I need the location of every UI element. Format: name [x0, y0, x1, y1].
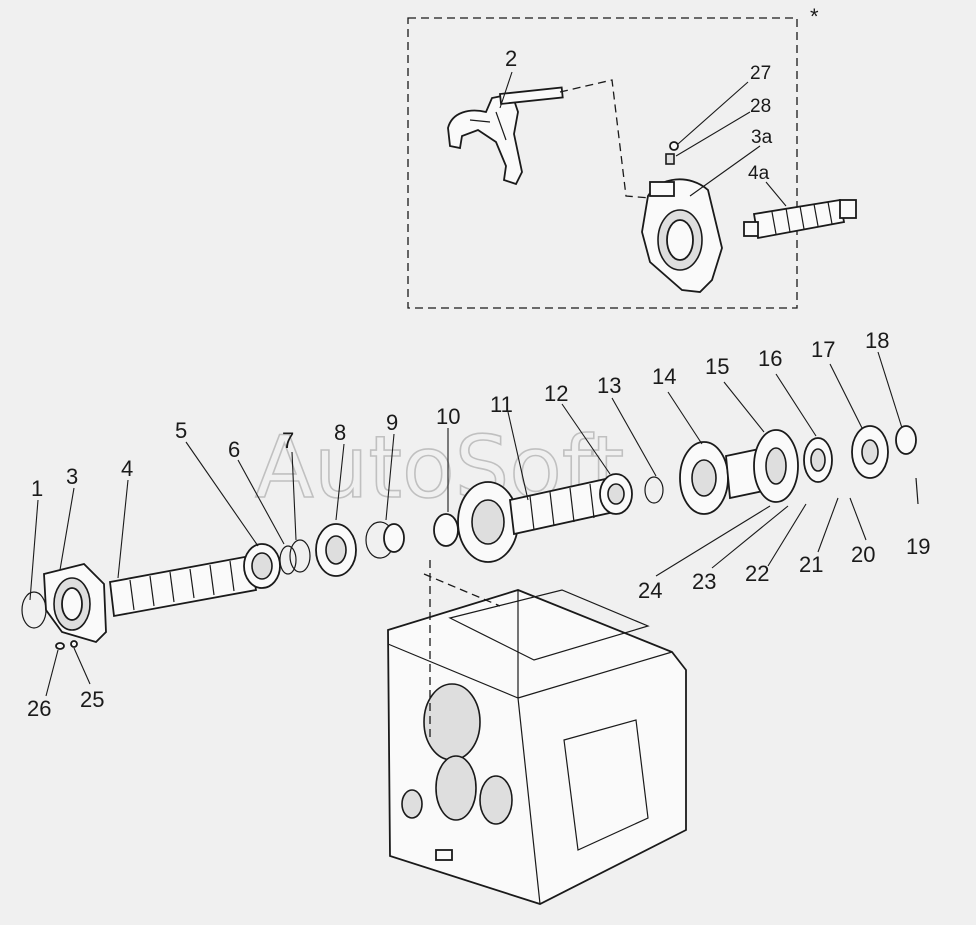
bearing-12-13 — [599, 473, 664, 515]
callout-12: 12 — [544, 381, 568, 406]
callout-6: 6 — [228, 437, 240, 462]
callout-25: 25 — [80, 687, 104, 712]
callout-21: 21 — [799, 552, 823, 577]
callout-28: 28 — [750, 96, 771, 117]
callout-24: 24 — [638, 578, 662, 603]
leader-lines — [29, 71, 903, 697]
callout-7: 7 — [282, 428, 294, 453]
callout-18: 18 — [865, 328, 889, 353]
callout-16: 16 — [758, 346, 782, 371]
shaft-alt — [743, 198, 857, 240]
callout-labels: 1 3 4 5 6 7 8 9 10 11 12 13 14 15 16 17 … — [27, 46, 930, 721]
callout-3: 3 — [66, 464, 78, 489]
callout-8: 8 — [334, 420, 346, 445]
callout-17: 17 — [811, 337, 835, 362]
callout-20: 20 — [851, 542, 875, 567]
gear-8 — [315, 521, 405, 577]
callout-19: 19 — [906, 534, 930, 559]
callout-27: 27 — [750, 63, 771, 84]
front-housing — [21, 563, 107, 650]
inset-box: * — [407, 4, 819, 309]
shift-fork — [447, 79, 651, 199]
callout-26: 26 — [27, 696, 51, 721]
callout-11: 11 — [490, 392, 513, 417]
bearing-housing-alt — [641, 141, 723, 293]
callout-4: 4 — [121, 456, 133, 481]
callout-23: 23 — [692, 569, 716, 594]
callout-14: 14 — [652, 364, 676, 389]
gearbox-casing — [387, 560, 687, 905]
callout-4a: 4a — [748, 163, 770, 184]
callout-10: 10 — [436, 404, 460, 429]
callout-13: 13 — [597, 373, 621, 398]
callout-5: 5 — [175, 418, 187, 443]
bearing-5 — [243, 539, 311, 589]
callout-22: 22 — [745, 561, 769, 586]
main-shaft — [109, 554, 258, 618]
gear-14-15 — [679, 429, 799, 515]
callout-9: 9 — [386, 410, 398, 435]
countershaft — [433, 476, 615, 563]
callout-15: 15 — [705, 354, 729, 379]
callout-2: 2 — [505, 46, 517, 71]
rear-gear-set — [803, 425, 919, 505]
callout-1: 1 — [31, 476, 43, 501]
callout-3a: 3a — [751, 127, 773, 148]
inset-marker: * — [810, 4, 819, 29]
